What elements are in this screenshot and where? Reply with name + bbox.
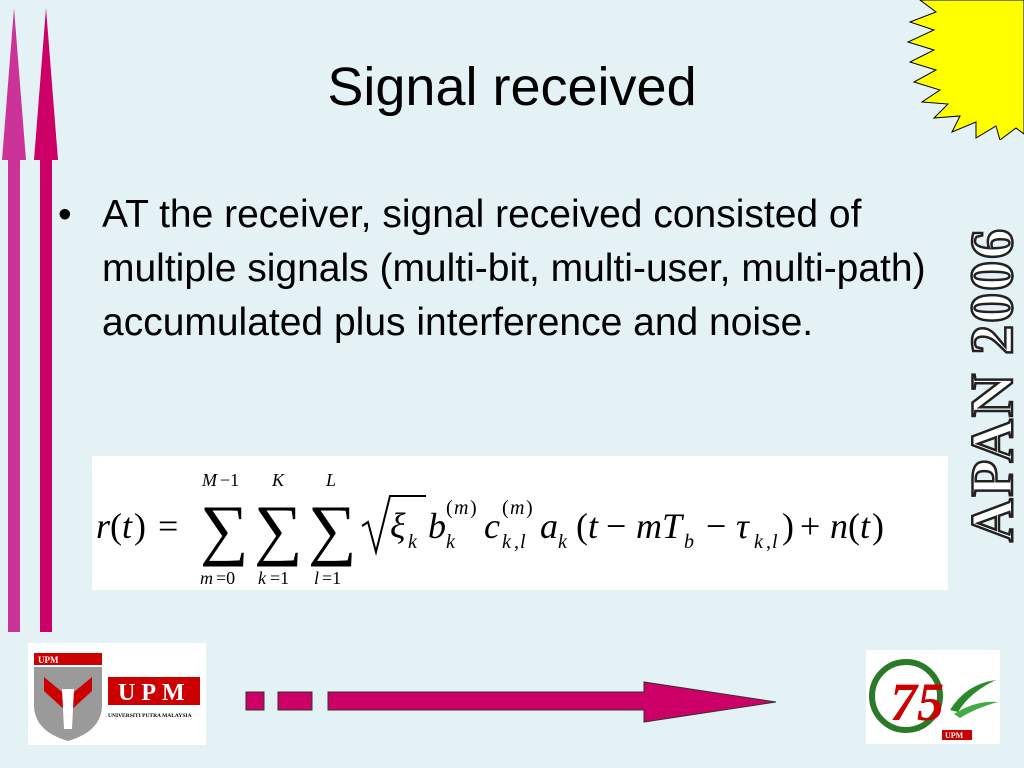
svg-text:ξ: ξ xyxy=(390,506,406,546)
svg-text:): ) xyxy=(782,506,794,546)
magenta-up-arrow xyxy=(2,8,26,632)
svg-text:a: a xyxy=(540,506,558,546)
formula-box: r ( t ) = ∑ M −1 m =0 ∑ K k =1 ∑ L l xyxy=(92,456,948,590)
svg-text:c: c xyxy=(484,506,500,546)
svg-text:b: b xyxy=(684,531,694,553)
svg-text:n: n xyxy=(830,506,848,546)
svg-text:k: k xyxy=(754,531,764,553)
svg-text:): ) xyxy=(526,497,533,519)
apan-2006-text: APAN 2006 xyxy=(959,227,1024,542)
svg-text:+: + xyxy=(800,506,820,546)
svg-text:,: , xyxy=(766,531,771,553)
svg-text:−1: −1 xyxy=(220,470,239,490)
pink-up-arrow xyxy=(34,8,58,632)
slide-title: Signal received xyxy=(327,57,697,117)
anniversary-logo: 75 UPM xyxy=(866,650,1000,744)
svg-text:b: b xyxy=(428,506,446,546)
svg-text:−: − xyxy=(606,506,626,546)
svg-text:(: ( xyxy=(848,506,860,546)
apan-2006-side-label: APAN 2006 xyxy=(958,226,1024,543)
signal-formula: r ( t ) = ∑ M −1 m =0 ∑ K k =1 ∑ L l xyxy=(96,470,884,588)
svg-text:k: k xyxy=(258,568,267,588)
bullet-marker: • xyxy=(58,193,72,236)
svg-text:=1: =1 xyxy=(322,568,341,588)
upm-logo-subtitle: UNIVERSITI PUTRA MALAYSIA xyxy=(108,713,192,719)
svg-text:,: , xyxy=(514,531,519,553)
svg-text:(: ( xyxy=(502,497,509,519)
svg-text:k: k xyxy=(502,531,512,553)
svg-text:t: t xyxy=(860,506,871,546)
sun-icon xyxy=(906,0,1024,140)
svg-text:K: K xyxy=(271,470,285,490)
svg-text:k: k xyxy=(408,531,418,553)
svg-text:l: l xyxy=(520,531,526,553)
svg-text:r: r xyxy=(96,506,111,546)
svg-text:∑: ∑ xyxy=(200,491,248,567)
svg-text:): ) xyxy=(470,497,477,519)
svg-text:∑: ∑ xyxy=(254,491,302,567)
svg-text:∑: ∑ xyxy=(308,491,356,567)
svg-text:): ) xyxy=(872,506,884,546)
svg-text:t: t xyxy=(588,506,599,546)
svg-text:t: t xyxy=(122,506,133,546)
svg-text:−: − xyxy=(706,506,726,546)
svg-text:=: = xyxy=(158,506,178,546)
svg-text:L: L xyxy=(325,470,336,490)
left-arrows-decoration xyxy=(2,8,58,632)
svg-text:(: ( xyxy=(576,506,588,546)
dashed-right-arrow xyxy=(245,681,777,723)
upm-logo-small-text: UPM xyxy=(38,655,59,665)
svg-text:l: l xyxy=(772,531,778,553)
svg-text:k: k xyxy=(446,531,456,553)
upm-logo: UPM UPM UNIVERSITI PUTRA MALAYSIA xyxy=(28,643,206,745)
svg-text:): ) xyxy=(134,506,146,546)
svg-text:m: m xyxy=(200,568,213,588)
svg-text:m: m xyxy=(454,497,468,519)
svg-text:M: M xyxy=(201,470,218,490)
svg-text:(: ( xyxy=(446,497,453,519)
svg-text:(: ( xyxy=(110,506,122,546)
palm-leaf-icon xyxy=(950,680,996,712)
svg-text:=0: =0 xyxy=(216,568,235,588)
svg-text:l: l xyxy=(314,568,319,588)
svg-text:=1: =1 xyxy=(270,568,289,588)
upm-logo-name: UPM xyxy=(118,680,191,706)
svg-text:m: m xyxy=(510,497,524,519)
anniversary-upm-text: UPM xyxy=(945,731,964,740)
svg-text:mT: mT xyxy=(636,506,685,546)
anniversary-number: 75 xyxy=(890,672,944,732)
bullet-text: AT the receiver, signal received consist… xyxy=(102,193,926,344)
svg-text:τ: τ xyxy=(736,506,750,546)
svg-text:k: k xyxy=(558,531,568,553)
